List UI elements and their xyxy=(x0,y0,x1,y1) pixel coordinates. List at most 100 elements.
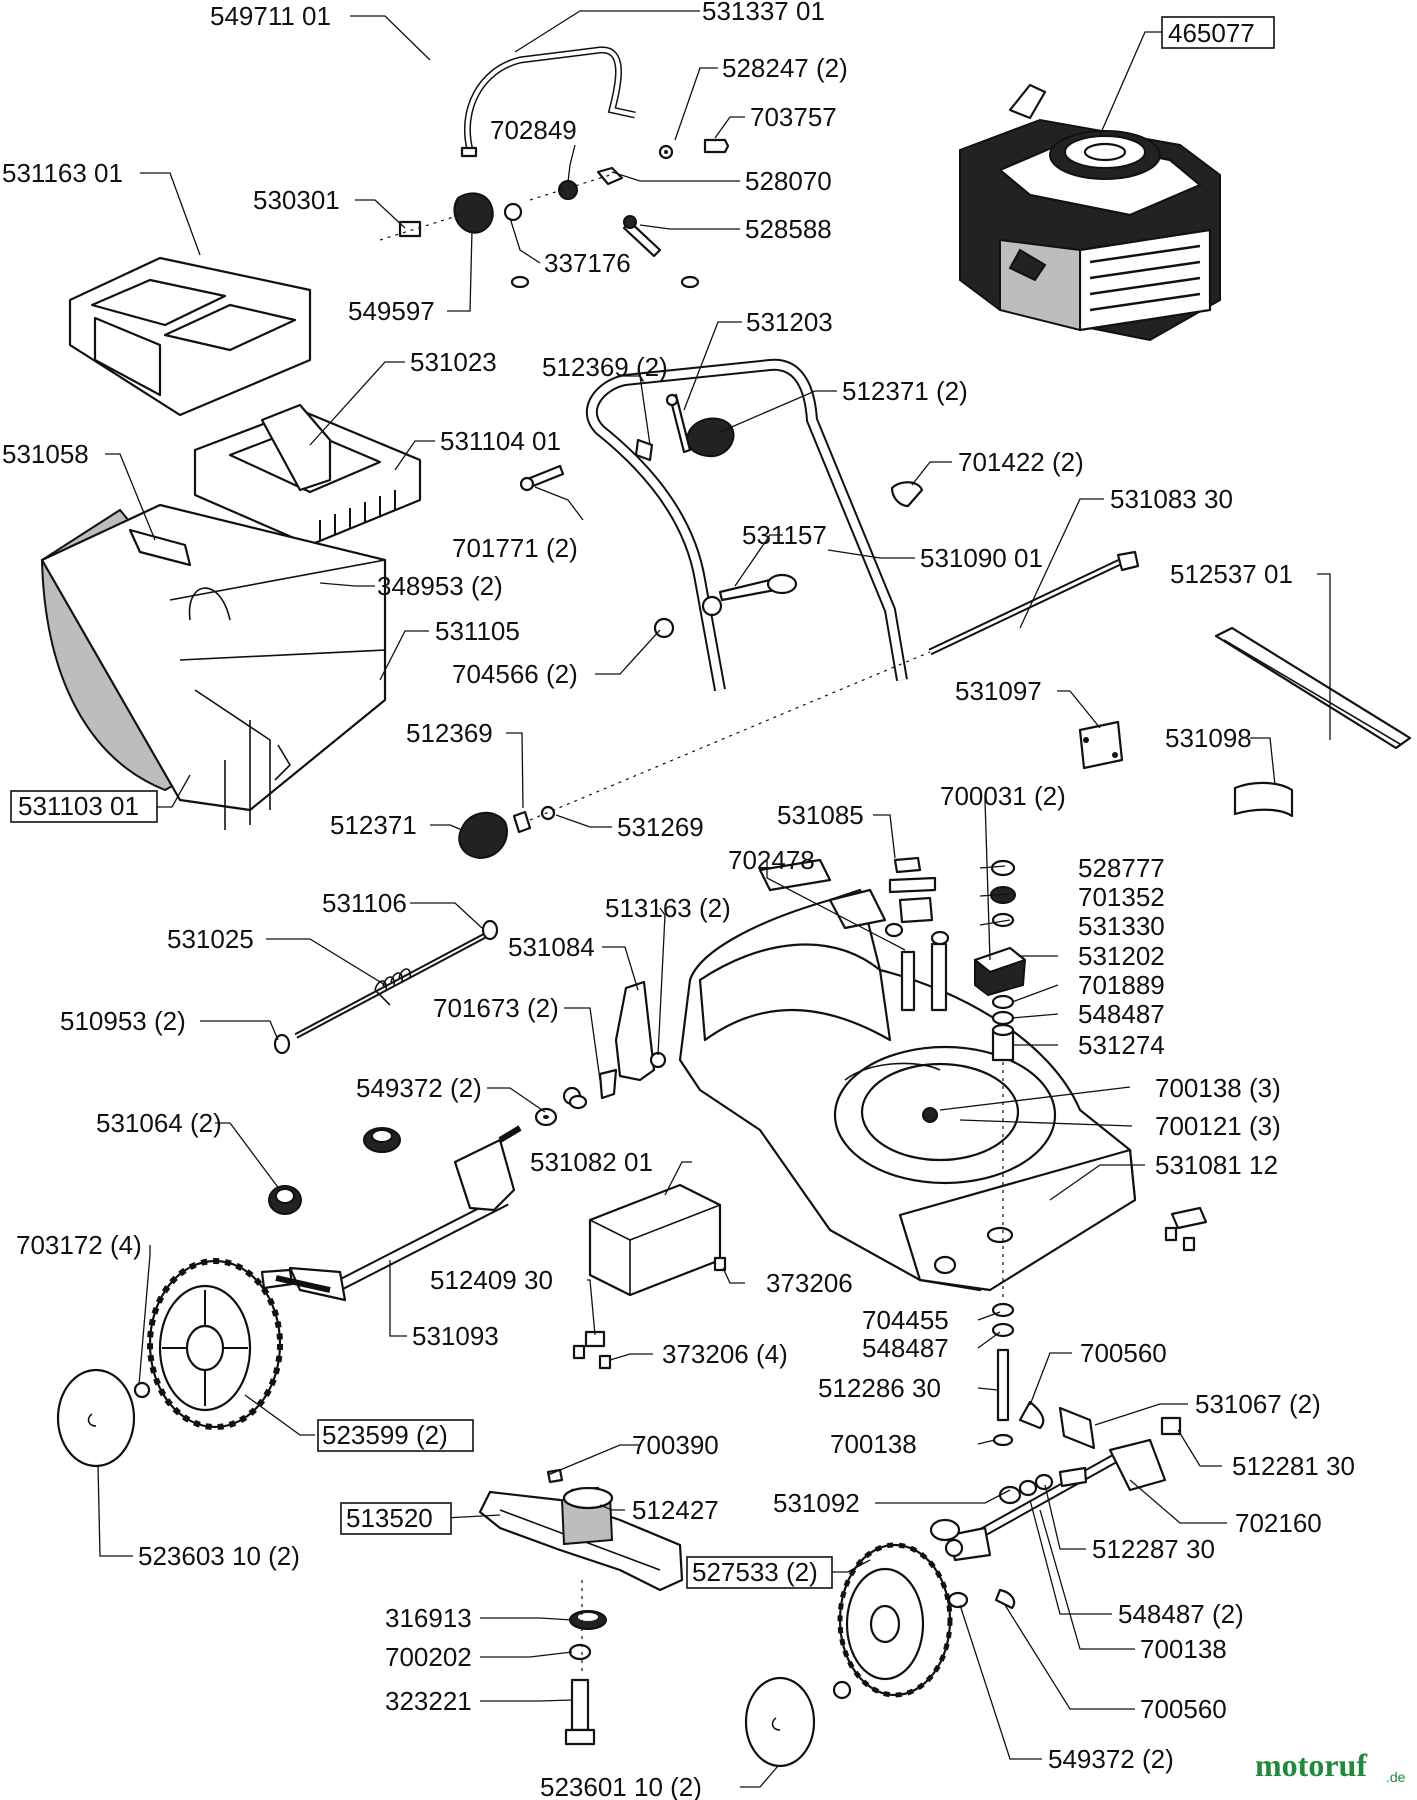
flap-spring-rod xyxy=(273,919,499,1055)
part-label: 700138 xyxy=(1140,1634,1227,1664)
part-label: 704566 (2) xyxy=(452,659,578,689)
part-label: 701673 (2) xyxy=(433,993,559,1023)
part-label: 548487 xyxy=(862,1333,949,1363)
part-label: 512286 30 xyxy=(818,1373,941,1403)
rear-wheel xyxy=(832,1542,953,1700)
part-label: 700202 xyxy=(385,1642,472,1672)
part-label: 549372 (2) xyxy=(1048,1744,1174,1774)
part-label: 703757 xyxy=(750,102,837,132)
leader-lines xyxy=(97,10,1331,1788)
height-bracket xyxy=(562,980,667,1106)
part-label: 702849 xyxy=(490,115,577,145)
part-label: 531090 01 xyxy=(920,543,1043,573)
part-label: 701771 (2) xyxy=(452,533,578,563)
part-label: 701889 xyxy=(1078,970,1165,1000)
part-label: 700560 xyxy=(1080,1338,1167,1368)
part-label: 531084 xyxy=(508,932,595,962)
part-label: 512369 (2) xyxy=(542,352,668,382)
front-hubcap xyxy=(56,1368,136,1468)
part-label: 531269 xyxy=(617,812,704,842)
part-label: 531202 xyxy=(1078,941,1165,971)
part-label: 700031 (2) xyxy=(940,781,1066,811)
bag-frame-top xyxy=(193,403,422,588)
part-label: 510953 (2) xyxy=(60,1006,186,1036)
part-label: 701422 (2) xyxy=(958,447,1084,477)
mower-deck xyxy=(678,858,1137,1292)
part-label: 531105 xyxy=(435,616,520,646)
left-washers xyxy=(534,1094,588,1127)
part-label: 316913 xyxy=(385,1603,472,1633)
flap-rod xyxy=(1214,626,1412,750)
lower-handle xyxy=(585,358,908,692)
part-label: 700560 xyxy=(1140,1694,1227,1724)
part-label: 531157 xyxy=(742,520,827,550)
part-label: 531097 xyxy=(955,676,1042,706)
part-label: 512537 01 xyxy=(1170,559,1293,589)
part-label: 531092 xyxy=(773,1488,860,1518)
part-label: 528588 xyxy=(745,214,832,244)
front-axle xyxy=(260,1125,522,1302)
part-label: 531023 xyxy=(410,347,497,377)
part-label: 531058 xyxy=(2,439,89,469)
rear-axle-rod xyxy=(928,550,1140,656)
part-label: 323221 xyxy=(385,1686,472,1716)
grass-bag xyxy=(40,503,387,830)
part-label: 523603 10 (2) xyxy=(138,1541,300,1571)
deflector-plate xyxy=(588,1183,722,1297)
part-label: 549372 (2) xyxy=(356,1073,482,1103)
rear-axle xyxy=(929,1406,1182,1610)
part-label: 513163 (2) xyxy=(605,893,731,923)
part-label: 512287 30 xyxy=(1092,1534,1215,1564)
part-label: 531104 01 xyxy=(440,426,561,456)
part-label: 704455 xyxy=(862,1305,949,1335)
part-label: 700121 (3) xyxy=(1155,1111,1281,1141)
part-label: 531203 xyxy=(746,307,833,337)
part-label: 548487 (2) xyxy=(1118,1599,1244,1629)
part-label: 531085 xyxy=(777,800,864,830)
part-label: 548487 xyxy=(1078,999,1165,1029)
part-label: 528070 xyxy=(745,166,832,196)
part-label: 549597 xyxy=(348,296,435,326)
brand-suffix: .de xyxy=(1386,1769,1406,1785)
flap-clips xyxy=(1078,720,1294,818)
part-label: 702160 xyxy=(1235,1508,1322,1538)
part-label: 700138 (3) xyxy=(1155,1073,1281,1103)
part-label: 549711 01 xyxy=(210,1,331,31)
part-label: 531098 xyxy=(1165,723,1252,753)
part-label: 531330 xyxy=(1078,911,1165,941)
label-boxes xyxy=(10,16,1275,1589)
part-label: 512427 xyxy=(632,1495,719,1525)
part-label: 527533 (2) xyxy=(692,1557,818,1587)
part-label: 523601 10 (2) xyxy=(540,1772,702,1800)
part-labels: 549711 01 531337 01 528247 (2) 465077 70… xyxy=(2,0,1355,1800)
part-label: 531025 xyxy=(167,924,254,954)
bail-lever xyxy=(460,46,636,158)
engine xyxy=(959,83,1221,342)
brand-watermark: motoruf .de xyxy=(1255,1747,1406,1785)
part-label: 348953 (2) xyxy=(377,571,503,601)
part-label: 512281 30 xyxy=(1232,1451,1355,1481)
part-label: 523599 (2) xyxy=(322,1420,448,1450)
part-label: 531274 xyxy=(1078,1030,1165,1060)
front-wheel xyxy=(133,1258,283,1430)
part-label: 531067 (2) xyxy=(1195,1389,1321,1419)
part-label: 703172 (4) xyxy=(16,1230,142,1260)
part-label: 701352 xyxy=(1078,882,1165,912)
part-label: 700390 xyxy=(632,1430,719,1460)
part-label: 531093 xyxy=(412,1321,499,1351)
side-knob xyxy=(458,651,931,860)
part-label: 531083 30 xyxy=(1110,484,1233,514)
part-label: 337176 xyxy=(544,248,631,278)
grass-bag-lid xyxy=(68,256,312,417)
part-label: 531106 xyxy=(322,888,407,918)
part-label: 531082 01 xyxy=(530,1147,653,1177)
part-label: 531337 01 xyxy=(702,0,825,26)
bushings xyxy=(268,1127,401,1215)
part-label: 373206 (4) xyxy=(662,1339,788,1369)
part-label: 512409 30 xyxy=(430,1265,553,1295)
part-label: 512371 xyxy=(330,810,417,840)
part-label: 700138 xyxy=(830,1429,917,1459)
part-label: 465077 xyxy=(1168,18,1255,48)
part-label: 531103 01 xyxy=(18,791,139,821)
